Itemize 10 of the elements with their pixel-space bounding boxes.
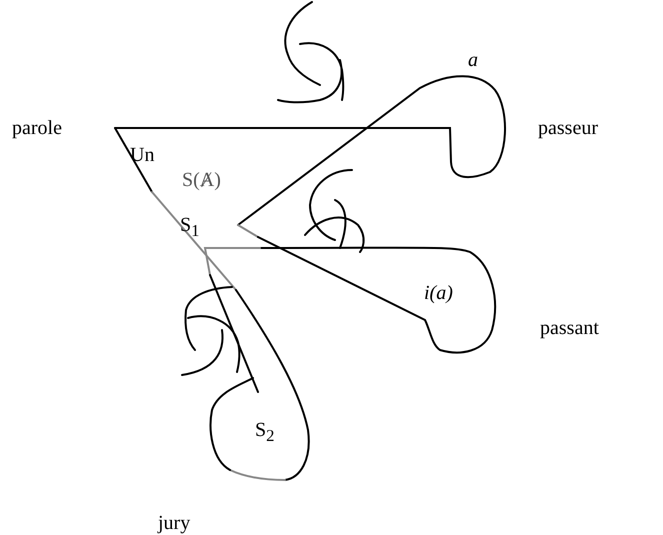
term-label: passant	[540, 318, 599, 338]
term-label: parole	[12, 118, 62, 138]
term-label: jury	[158, 513, 190, 533]
formula-label: S(Ⱥ)	[182, 170, 221, 190]
term-label: Un	[130, 145, 154, 165]
point-label: a	[468, 50, 478, 70]
term-label: passeur	[538, 118, 598, 138]
term-label: S$_{2}$	[255, 420, 274, 445]
term-label: S$_{1}$	[180, 215, 200, 240]
formula-label: i(a)	[424, 283, 453, 303]
